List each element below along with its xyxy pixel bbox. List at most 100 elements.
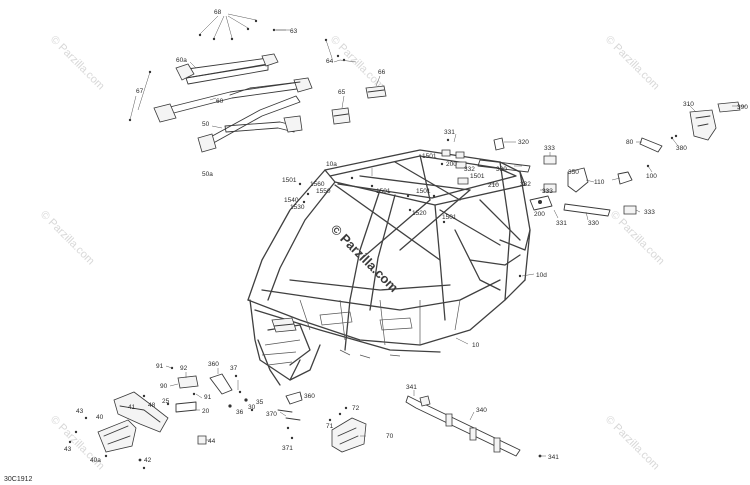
roof-fasteners <box>298 138 522 278</box>
callout-1501-a: 1501 <box>422 153 437 160</box>
callout-43-bottom: 43 <box>64 446 72 453</box>
callout-44: 44 <box>208 438 216 445</box>
part-42 <box>138 458 146 470</box>
diagram-code: 30C1912 <box>4 476 33 483</box>
callout-42: 42 <box>144 457 152 464</box>
callout-25: 25 <box>162 398 170 405</box>
callout-1560: 1560 <box>310 181 325 188</box>
part-380 <box>670 136 679 147</box>
callout-1520: 1520 <box>412 210 427 217</box>
bracket-65 <box>331 107 351 125</box>
part-70-71-72 <box>328 406 367 453</box>
callout-37: 37 <box>230 365 238 372</box>
part-30-36-35 <box>228 390 254 412</box>
callout-341-top: 341 <box>406 384 417 391</box>
watermark: © Parzilla.com <box>38 209 97 268</box>
callout-350: 350 <box>568 169 579 176</box>
main-frame <box>247 149 531 386</box>
part-25-20 <box>166 401 197 413</box>
part-360-37 <box>209 373 238 395</box>
callout-331-mid: 331 <box>556 220 567 227</box>
callout-35: 35 <box>256 399 264 406</box>
callout-68: 68 <box>214 9 222 16</box>
callout-50a: 50a <box>202 171 213 178</box>
bracket-66 <box>365 85 387 99</box>
leader-lines <box>165 29 740 441</box>
callout-10d: 10d <box>536 272 547 279</box>
watermark: © Parzilla.com <box>608 209 667 268</box>
callout-333-right: 333 <box>644 209 655 216</box>
watermark: © Parzilla.com <box>48 34 107 93</box>
watermark: © Parzilla.com <box>328 34 387 93</box>
callout-10a: 10a <box>326 161 337 168</box>
callout-1501-f: 1501 <box>442 214 457 221</box>
callout-100: 100 <box>646 173 657 180</box>
callout-330-top: 330 <box>496 166 507 173</box>
roof-bolts <box>128 13 286 122</box>
callout-labels: 68 63 60a 67 60 50 50a 64 66 65 310 390 … <box>64 9 748 464</box>
part-340-341 <box>405 395 546 458</box>
callout-72: 72 <box>352 405 360 412</box>
callout-90: 90 <box>160 383 168 390</box>
callout-67: 67 <box>136 88 144 95</box>
callout-71: 71 <box>326 423 334 430</box>
part-41-48 <box>113 391 169 433</box>
part-44 <box>197 435 207 445</box>
callout-360-bottom: 360 <box>304 393 315 400</box>
callout-91-bottom: 91 <box>204 394 212 401</box>
callout-1540: 1540 <box>284 197 299 204</box>
callout-370: 370 <box>266 411 277 418</box>
callout-41: 41 <box>128 404 136 411</box>
callout-210: 210 <box>488 182 499 189</box>
callout-43-top: 43 <box>76 408 84 415</box>
callout-66: 66 <box>378 69 386 76</box>
callout-40: 40 <box>96 414 104 421</box>
part-110-100 <box>617 164 653 185</box>
callout-60a: 60a <box>176 57 187 64</box>
callout-36: 36 <box>236 409 244 416</box>
part-90-92 <box>170 366 199 396</box>
callout-64: 64 <box>326 58 334 65</box>
callout-70: 70 <box>386 433 394 440</box>
callout-91-top: 91 <box>156 363 164 370</box>
callout-200-mid: 200 <box>534 211 545 218</box>
watermark: © Parzilla.com <box>603 414 662 473</box>
callout-1501-b: 1501 <box>470 173 485 180</box>
callout-1530: 1530 <box>290 204 305 211</box>
part-350 <box>567 167 589 193</box>
callout-10: 10 <box>472 342 480 349</box>
callout-320: 320 <box>518 139 529 146</box>
callout-341-bottom: 341 <box>548 454 559 461</box>
part-330-right <box>563 203 637 217</box>
roof-bar-assembly-rear <box>197 81 303 153</box>
callout-92: 92 <box>180 365 188 372</box>
callout-20: 20 <box>202 408 210 415</box>
callout-340: 340 <box>476 407 487 414</box>
callout-310: 310 <box>683 101 694 108</box>
callout-1501-c: 1501 <box>282 177 297 184</box>
callout-80: 80 <box>626 139 634 146</box>
watermark-center: © Parzilla.com <box>328 222 402 296</box>
callout-360-top: 360 <box>208 361 219 368</box>
callout-380: 380 <box>676 145 687 152</box>
callout-65: 65 <box>338 89 346 96</box>
part-40-43 <box>68 416 137 458</box>
callout-63: 63 <box>290 28 298 35</box>
callout-333-top: 333 <box>544 145 555 152</box>
callout-1501-e: 1501 <box>416 188 431 195</box>
callout-1501-d: 1501 <box>376 188 391 195</box>
callout-330-right: 330 <box>588 220 599 227</box>
callout-332-top: 332 <box>464 166 475 173</box>
callout-1550: 1550 <box>316 188 331 195</box>
callout-371: 371 <box>282 445 293 452</box>
watermark: © Parzilla.com <box>603 34 662 93</box>
bolts-64 <box>324 38 357 63</box>
roof-bar-assembly-front <box>153 53 313 123</box>
callout-333-mid: 333 <box>542 188 553 195</box>
callout-50: 50 <box>202 121 210 128</box>
part-360-370-371 <box>277 391 303 440</box>
callout-60: 60 <box>216 98 224 105</box>
callout-331-top: 331 <box>444 129 455 136</box>
